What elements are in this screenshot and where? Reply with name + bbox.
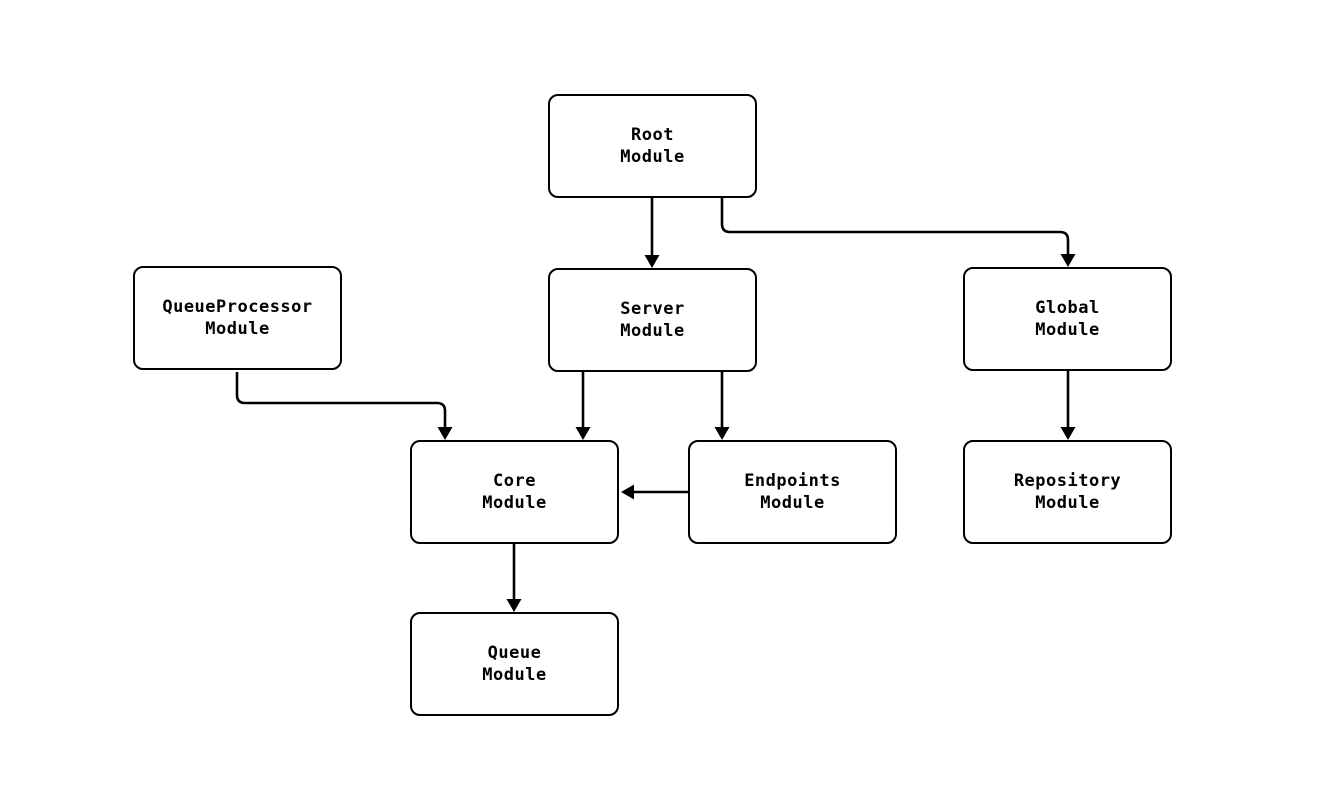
arrowhead-down-icon [644, 255, 660, 268]
node-queueprocessor-module: QueueProcessor Module [133, 266, 342, 370]
node-label: Server [620, 299, 685, 319]
edge-root-to-server [644, 198, 660, 268]
node-label: Module [205, 319, 270, 339]
node-label: Root [631, 125, 674, 145]
node-label: Module [482, 665, 547, 685]
arrowhead-left-icon [621, 484, 634, 500]
node-label: Module [1035, 493, 1100, 513]
node-label: Repository [1013, 471, 1122, 491]
node-server-module: Server Module [548, 268, 757, 372]
edge-root-to-global [720, 198, 1076, 267]
arrowhead-down-icon [437, 427, 453, 440]
arrowhead-down-icon [1060, 254, 1076, 267]
node-label: Module [760, 493, 825, 513]
node-label: Module [620, 321, 685, 341]
edge-global-to-repository [1060, 371, 1076, 440]
edge-queueprocessor-to-core [235, 372, 453, 440]
node-label: QueueProcessor [162, 297, 313, 317]
arrowhead-down-icon [575, 427, 591, 440]
arrowhead-down-icon [506, 599, 522, 612]
node-label: Module [1035, 320, 1100, 340]
arrowhead-down-icon [714, 427, 730, 440]
node-label: Module [620, 147, 685, 167]
edge-server-to-core [575, 371, 591, 440]
node-core-module: Core Module [410, 440, 619, 544]
node-endpoints-module: Endpoints Module [688, 440, 897, 544]
node-label: Module [482, 493, 547, 513]
node-queue-module: Queue Module [410, 612, 619, 716]
node-root-module: Root Module [548, 94, 757, 198]
node-global-module: Global Module [963, 267, 1172, 371]
node-label: Global [1035, 298, 1100, 318]
edge-core-to-queue [506, 544, 522, 612]
node-label: Core [493, 471, 536, 491]
node-repository-module: Repository Module [963, 440, 1172, 544]
node-label: Queue [487, 643, 542, 663]
edge-server-to-endpoints [714, 371, 730, 440]
node-label: Endpoints [744, 471, 841, 491]
edge-endpoints-to-core [621, 484, 688, 500]
arrowhead-down-icon [1060, 427, 1076, 440]
